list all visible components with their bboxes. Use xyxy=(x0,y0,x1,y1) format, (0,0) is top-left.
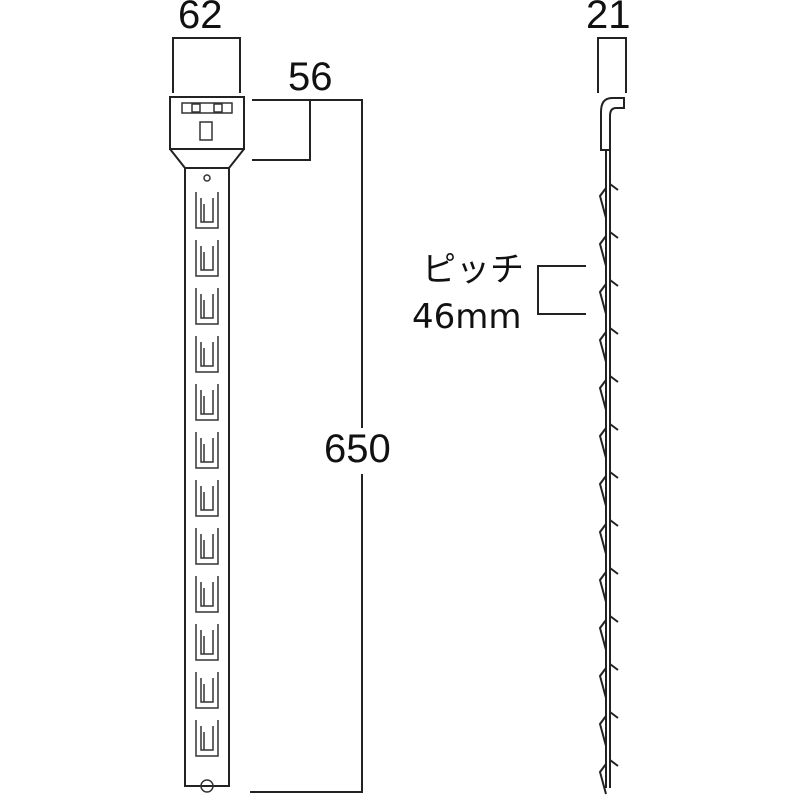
head-dimension-bracket xyxy=(252,99,311,161)
side-hook xyxy=(598,231,619,267)
length-dimension-bracket xyxy=(250,99,363,793)
side-hook xyxy=(598,663,619,699)
hook-slot xyxy=(195,672,219,709)
width-dimension-label: 62 xyxy=(178,0,223,37)
depth-dimension-label: 21 xyxy=(586,0,631,37)
side-hook xyxy=(598,615,619,651)
side-hook xyxy=(598,567,619,603)
side-hook xyxy=(598,375,619,411)
hanger-strip xyxy=(184,167,230,793)
side-hook xyxy=(598,183,619,219)
hook-slot xyxy=(195,720,219,757)
side-hook xyxy=(598,711,619,747)
side-hook xyxy=(598,279,619,315)
length-dimension-label: 650 xyxy=(324,427,391,471)
side-hook xyxy=(598,423,619,459)
hook-slot xyxy=(195,528,219,565)
hook-slot xyxy=(195,192,219,229)
hook-slot xyxy=(195,624,219,661)
hook-slot xyxy=(195,288,219,325)
side-view: 21 ピッチ 46mm xyxy=(412,0,631,795)
side-hook xyxy=(598,519,619,555)
hook-slot xyxy=(195,336,219,373)
pitch-label: ピッチ xyxy=(422,250,524,290)
hanger-head xyxy=(169,96,245,169)
side-hook xyxy=(598,471,619,507)
depth-dimension-bracket xyxy=(597,37,627,93)
hook-slot xyxy=(195,576,219,613)
side-hook xyxy=(598,759,619,795)
width-dimension-bracket xyxy=(172,37,241,93)
hook-slot xyxy=(195,432,219,469)
side-hook-row xyxy=(598,183,619,795)
head-dimension-label: 56 xyxy=(288,55,333,99)
side-profile xyxy=(598,97,625,795)
front-view: 62 56 650 xyxy=(169,0,391,793)
hook-slot xyxy=(195,480,219,517)
hook-slot xyxy=(195,384,219,421)
hook-row xyxy=(195,192,219,757)
hook-slot xyxy=(195,240,219,277)
side-hook xyxy=(598,327,619,363)
pitch-value: 46mm xyxy=(412,297,522,337)
pitch-dimension-bracket xyxy=(537,265,586,315)
